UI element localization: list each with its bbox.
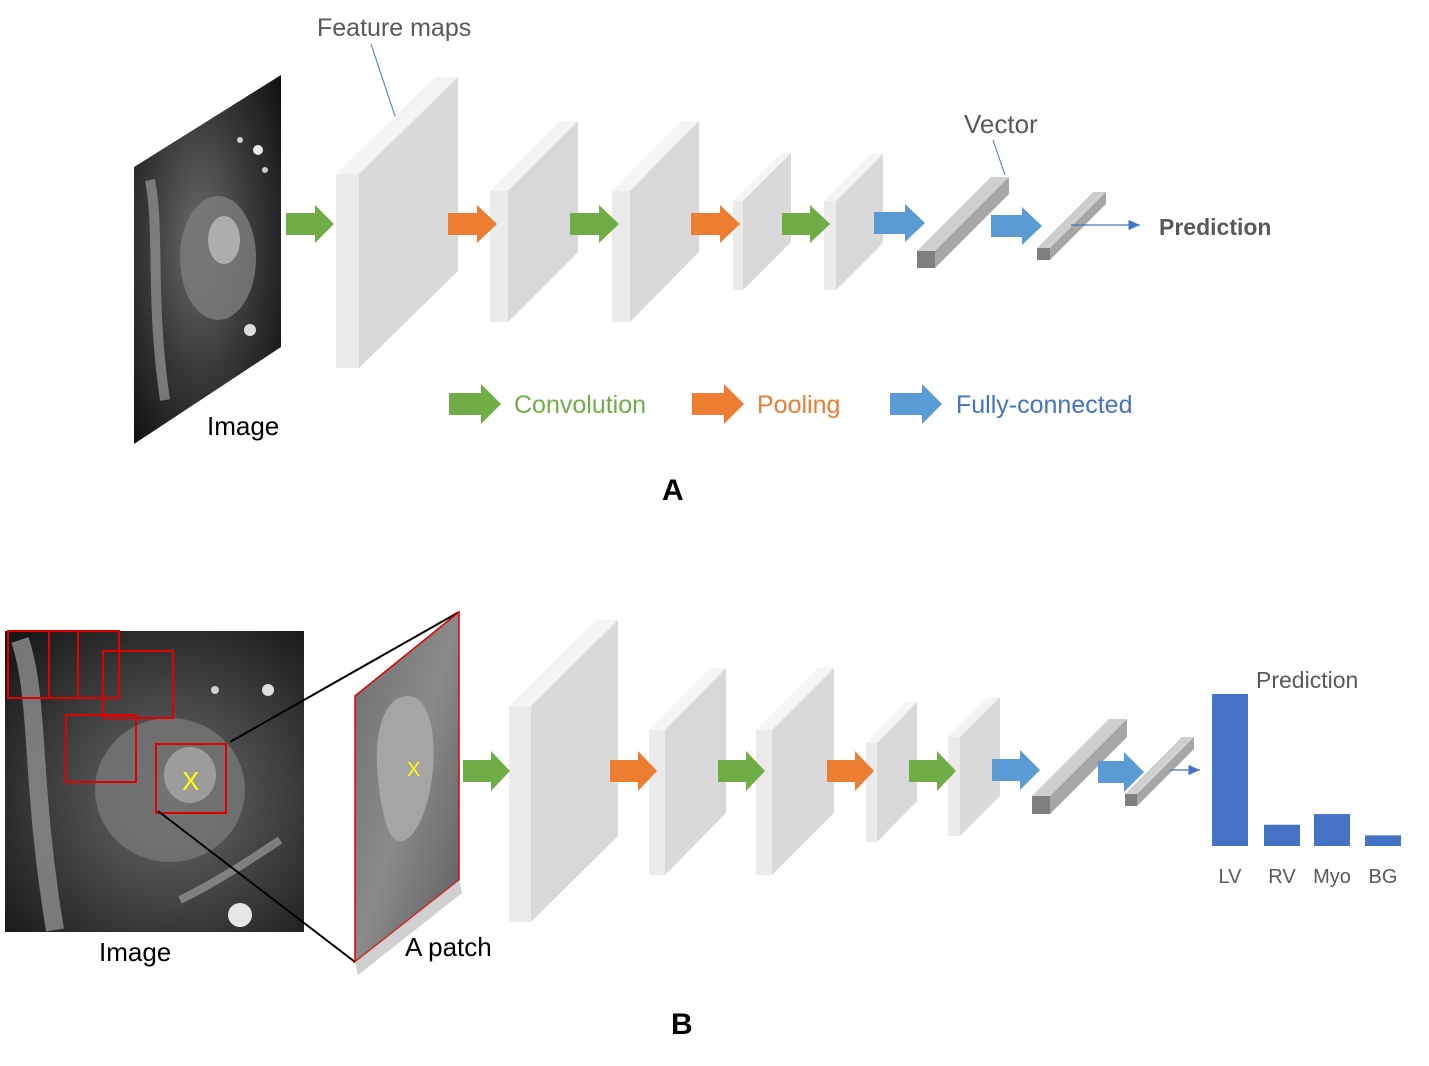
patch-box-selected	[155, 743, 227, 814]
legend-convolution-label: Convolution	[514, 391, 646, 419]
convolution-arrow-a2	[570, 205, 619, 243]
patch-box	[7, 630, 79, 699]
input-image-b	[5, 631, 304, 932]
feature-map-a1	[336, 77, 458, 368]
prediction-bar-lv	[1212, 694, 1248, 846]
vector-a2	[1037, 192, 1106, 260]
feature-map-a2	[490, 121, 578, 322]
legend-fully-connected-arrow	[890, 384, 942, 424]
convolution-arrow-a3	[782, 205, 830, 243]
vector-a1	[917, 177, 1009, 268]
prediction-bar-rv	[1264, 824, 1300, 846]
prediction-chart-title: Prediction	[1256, 667, 1358, 693]
image-label-b: Image	[99, 937, 171, 967]
patch-box	[102, 650, 174, 719]
legend: Convolution Pooling Fully-connected	[449, 384, 1132, 424]
prediction-category-label: BG	[1369, 866, 1398, 888]
fully-connected-arrow-b2	[1098, 752, 1144, 792]
patch-marker-small: X	[407, 759, 420, 781]
prediction-label-a: Prediction	[1159, 214, 1271, 240]
prediction-bar-bg	[1365, 835, 1401, 846]
prediction-category-label: LV	[1219, 866, 1243, 888]
feature-map-b5	[948, 697, 1000, 836]
feature-map-a3	[612, 121, 699, 322]
vector-b1	[1032, 719, 1127, 814]
convolution-arrow-b2	[718, 751, 765, 791]
legend-pooling-label: Pooling	[757, 391, 840, 419]
prediction-bar-myo	[1314, 814, 1350, 846]
fully-connected-arrow-a2	[991, 207, 1042, 245]
patch-box	[65, 714, 137, 783]
convolution-arrow-b1	[463, 751, 510, 791]
feature-maps-leader-line	[370, 43, 398, 123]
prediction-category-label: RV	[1268, 866, 1296, 888]
input-image-a	[134, 75, 281, 444]
panel-label-b: B	[671, 1008, 693, 1041]
feature-maps-label: Feature maps	[317, 14, 471, 42]
convolution-arrow-a1	[286, 205, 334, 243]
zoom-line-top	[229, 611, 460, 743]
feature-map-b2	[649, 668, 726, 875]
pooling-arrow-b2	[827, 751, 874, 791]
pooling-arrow-a1	[448, 205, 497, 243]
pooling-arrow-b1	[610, 751, 657, 791]
pooling-arrow-a2	[691, 205, 740, 243]
patch-boxes	[7, 630, 227, 814]
prediction-category-label: Myo	[1313, 866, 1351, 888]
zoom-line-bottom	[157, 810, 356, 963]
image-label-a: Image	[207, 411, 279, 441]
patch-box	[48, 630, 120, 699]
panel-b: X Image X A patch	[5, 610, 1401, 1041]
fully-connected-arrow-b1	[992, 750, 1040, 790]
fully-connected-arrow-a1	[874, 204, 925, 242]
legend-convolution-arrow	[449, 384, 501, 424]
patch-label: A patch	[405, 932, 492, 962]
vector-leader-line	[992, 139, 1006, 176]
vector-label: Vector	[964, 109, 1038, 139]
legend-pooling-arrow	[692, 384, 744, 424]
convolution-arrow-b3	[909, 751, 956, 791]
prediction-bar-chart: Prediction LV RV Myo BG	[1212, 667, 1401, 888]
patch-center-marker: X	[182, 766, 199, 796]
feature-map-b3	[756, 668, 834, 875]
feature-map-b1	[509, 620, 618, 922]
legend-fully-connected-label: Fully-connected	[956, 391, 1132, 419]
panel-a: Image Feature maps	[134, 14, 1271, 507]
vector-b2	[1125, 737, 1194, 806]
feature-map-a5	[824, 154, 883, 290]
feature-map-a4	[733, 153, 791, 290]
enlarged-patch	[354, 610, 462, 975]
panel-label-a: A	[662, 474, 684, 507]
